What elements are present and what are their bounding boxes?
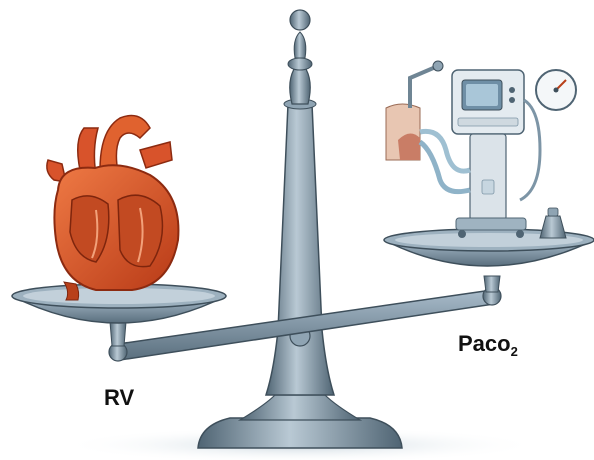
ventilator-icon (386, 61, 576, 238)
paco2-label-subscript: 2 (511, 344, 518, 359)
rv-label: RV (104, 387, 134, 409)
paco2-label-main: Paco (458, 331, 511, 356)
heart-icon (47, 116, 179, 300)
scale-base (198, 395, 402, 448)
paco2-label: Paco2 (458, 333, 518, 358)
